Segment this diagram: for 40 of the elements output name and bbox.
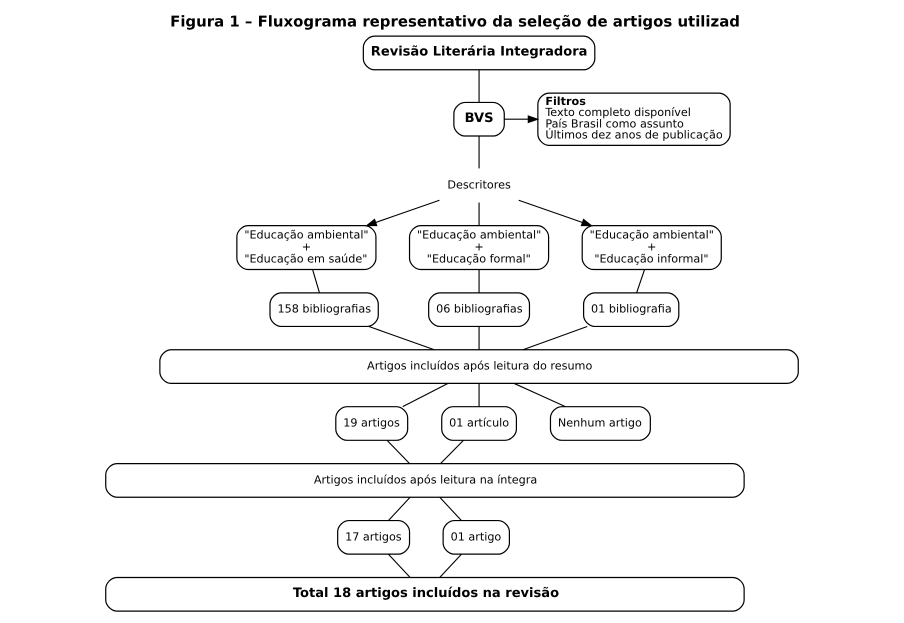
connector [388,554,410,578]
connector [478,270,480,293]
node-text: Descritores [447,178,511,192]
connector [386,440,410,464]
connector [478,383,480,406]
node-box: 01 artículo [441,406,517,441]
connector [368,326,435,350]
connector [402,382,448,408]
diagram-title: Figura 1 – Fluxograma representativo da seleção de artigos utilizad [170,12,740,31]
node-box: Revisão Literária Integradora [362,36,596,70]
arrow [504,115,540,124]
connector [312,269,320,293]
node-box: Artigos incluídos após leitura na íntegra [105,463,745,498]
connector [514,382,566,408]
node-box: "Educação ambiental" + "Educação formal" [408,225,550,270]
node-box: Nenhum artigo [550,406,651,441]
arrow [365,200,440,226]
node-box: BVS [453,102,505,137]
connector [440,440,464,464]
node-box: Total 18 artigos incluídos na revisão [105,576,745,612]
node-box: Filtros Texto completo disponível País Brasil como assunto Últimos dez anos de publicação [537,92,731,146]
connector [478,136,480,168]
node-box: "Educação ambiental" + "Educação em saúde" [236,225,377,270]
arrow [518,200,593,226]
node-box: Artigos incluídos após leitura do resumo [159,349,799,384]
connector [439,496,462,521]
connector [478,326,480,350]
connector [478,202,480,226]
connector [388,496,410,521]
node-box: 158 bibliografias [269,292,379,328]
node-box: 19 artigos [335,406,408,441]
connector [522,326,588,350]
node-box: "Educação ambiental" + "Educação informal" [582,225,722,270]
node-box: 01 artigo [442,520,510,555]
connector [440,554,462,578]
node-box: 01 bibliografia [583,292,680,328]
node-box: 06 bibliografias [428,292,530,328]
connector [636,269,646,293]
connector [478,70,480,102]
node-box: 17 artigos [337,520,410,555]
